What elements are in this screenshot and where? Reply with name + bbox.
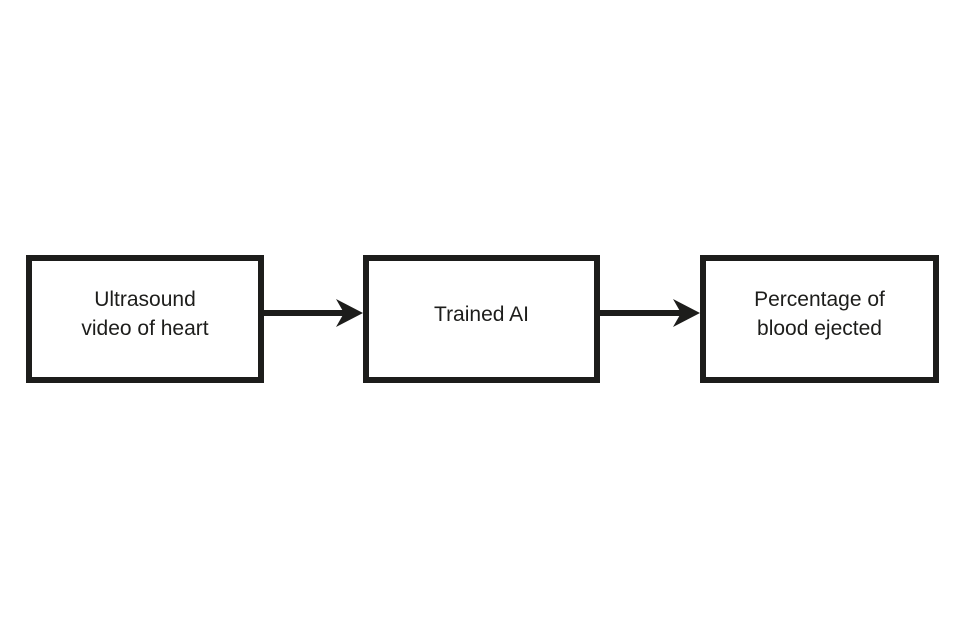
flow-node-trained-ai: Trained AI <box>363 255 600 383</box>
arrowhead-right-icon <box>673 299 700 327</box>
flow-node-ultrasound-video: Ultrasound video of heart <box>26 255 264 383</box>
arrowhead-right-icon <box>336 299 363 327</box>
arrow-input-to-model-icon <box>264 299 363 327</box>
flow-node-label: Trained AI <box>434 302 529 326</box>
flow-node-label: Ultrasound video of heart <box>81 288 209 340</box>
flow-node-label: Percentage of blood ejected <box>754 288 885 340</box>
flow-node-percentage-blood-ejected: Percentage of blood ejected <box>700 255 939 383</box>
arrow-model-to-output-icon <box>600 299 700 327</box>
